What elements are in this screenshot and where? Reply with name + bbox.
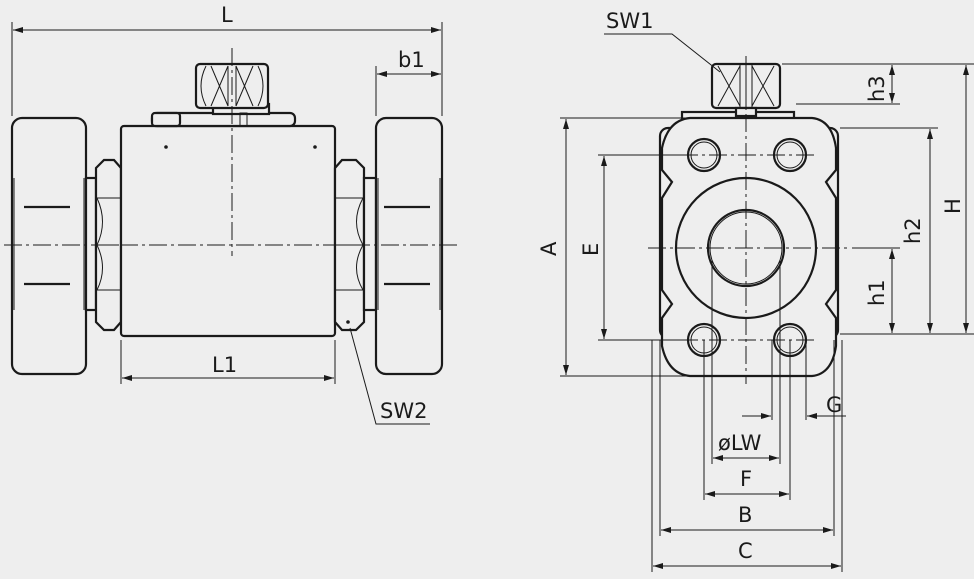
dim-SW1: SW1 (604, 9, 721, 73)
dim-h1: h1 (852, 247, 900, 333)
front-view: A E SW1 h3 h2 (537, 9, 974, 572)
label-SW1: SW1 (606, 9, 653, 33)
label-h1: h1 (865, 279, 889, 306)
label-L1: L1 (212, 353, 237, 377)
dim-LW: øLW (713, 431, 779, 461)
label-B: B (738, 503, 752, 527)
dim-h2: h2 (840, 127, 974, 335)
label-E: E (579, 243, 603, 256)
label-C: C (738, 539, 753, 563)
left-end-connector (10, 116, 88, 376)
label-G: G (826, 393, 842, 417)
label-h2: h2 (901, 217, 925, 244)
label-A: A (537, 241, 561, 256)
valve-body (119, 124, 337, 338)
dim-E: E (579, 154, 690, 341)
side-view: L b1 L1 SW2 (4, 3, 460, 425)
label-F: F (740, 467, 752, 491)
label-LW: øLW (718, 431, 762, 455)
label-h3: h3 (865, 75, 889, 102)
right-end-connector (374, 116, 444, 376)
dim-C: C (653, 539, 841, 569)
label-b1: b1 (398, 48, 425, 72)
dim-A: A (537, 117, 690, 377)
dim-b1: b1 (375, 48, 443, 116)
label-L: L (221, 3, 233, 27)
dim-H: H (900, 63, 974, 333)
dim-F: F (705, 467, 789, 497)
dim-B: B (661, 503, 833, 533)
dim-L1: L1 (120, 340, 336, 384)
label-H: H (941, 198, 965, 214)
dim-G: G (742, 393, 846, 419)
right-union-nut (333, 158, 378, 332)
dim-h3: h3 (782, 63, 900, 105)
front-flange (658, 116, 840, 378)
dim-SW2: SW2 (349, 327, 430, 425)
label-SW2: SW2 (380, 399, 427, 423)
